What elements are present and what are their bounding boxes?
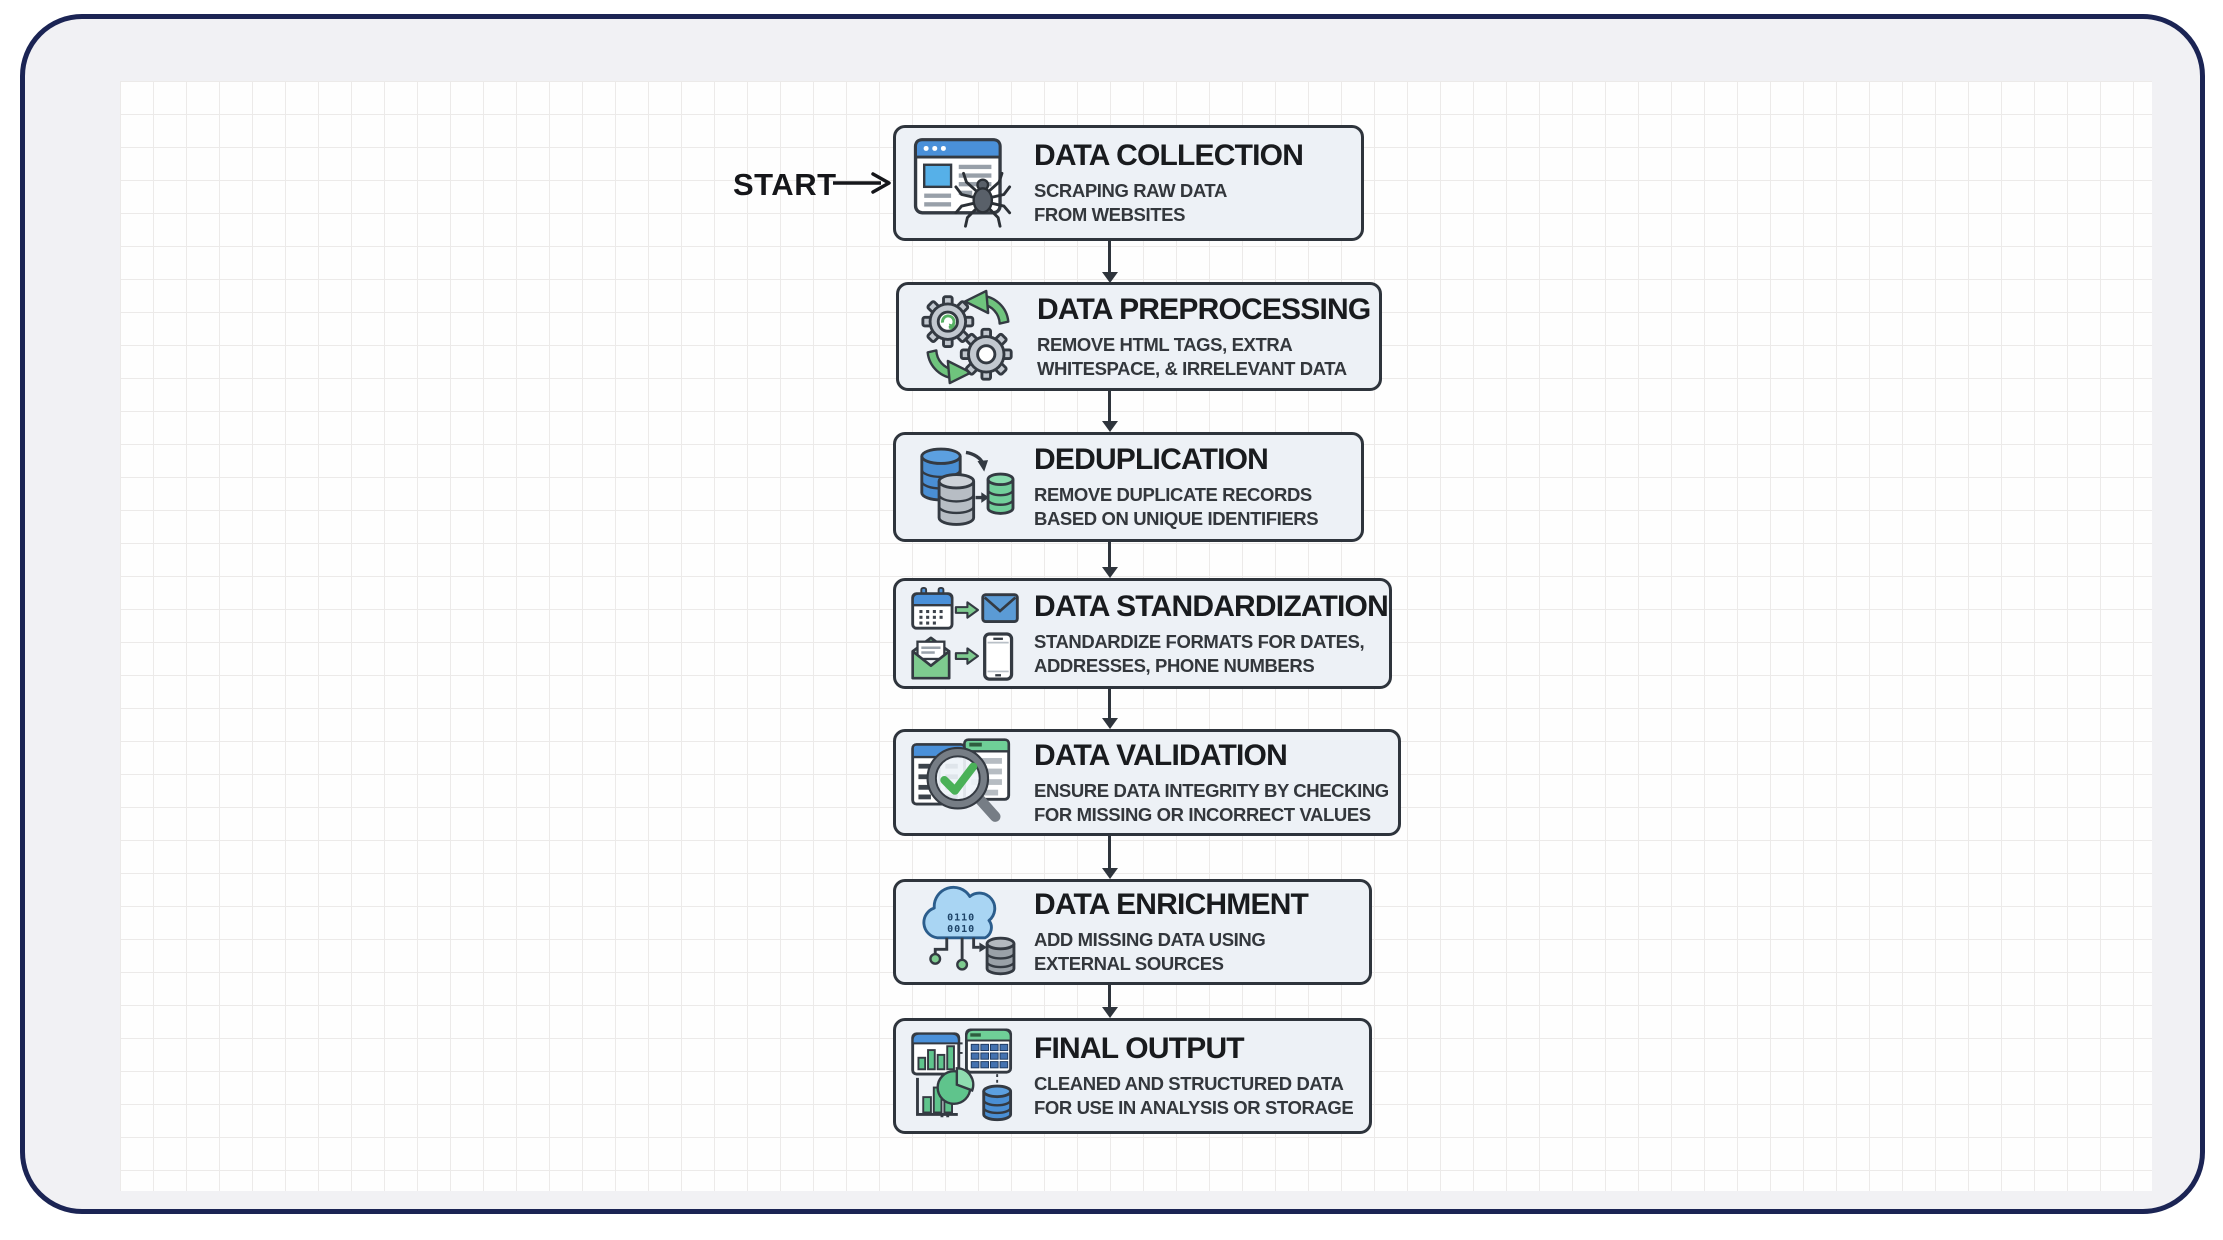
step-text: DATA PREPROCESSING REMOVE HTML TAGS, EXT…: [1037, 293, 1379, 381]
step-desc-line1: SCRAPING RAW DATA: [1034, 180, 1227, 201]
step-title: FINAL OUTPUT: [1034, 1032, 1245, 1065]
step-box-data-preprocessing: DATA PREPROCESSING REMOVE HTML TAGS, EXT…: [896, 282, 1382, 391]
step-desc-line1: REMOVE DUPLICATE RECORDS: [1034, 484, 1312, 505]
step-desc-line2: FOR USE IN ANALYSIS OR STORAGE: [1034, 1097, 1354, 1118]
table-magnifier-check-icon: [911, 737, 1011, 822]
step-icon-wrap: [899, 289, 1037, 385]
step-title: DEDUPLICATION: [1034, 443, 1269, 476]
step-title: DATA VALIDATION: [1034, 738, 1288, 772]
step-icon-wrap: [896, 439, 1034, 535]
flow-arrow-2: [1108, 391, 1111, 421]
step-icon-wrap: [896, 586, 1034, 682]
step-title: DATA COLLECTION: [1034, 139, 1304, 172]
cloud-database-icon: 0110 0010: [922, 885, 1016, 976]
step-desc-line1: ENSURE DATA INTEGRITY BY CHECKING: [1034, 779, 1389, 801]
step-text: FINAL OUTPUT CLEANED AND STRUCTURED DATA…: [1034, 1032, 1369, 1120]
databases-merge-icon: [920, 447, 1015, 526]
step-icon-wrap: [896, 135, 1034, 231]
step-icon-wrap: [896, 735, 1034, 831]
step-box-data-enrichment: 0110 0010 DATA ENRICHMENT ADD MISSING DA…: [893, 879, 1372, 985]
step-desc-line2: BASED ON UNIQUE IDENTIFIERS: [1034, 508, 1319, 529]
start-arrow-icon: [833, 172, 891, 194]
step-desc-line2: EXTERNAL SOURCES: [1034, 953, 1224, 974]
flow-arrow-6: [1108, 985, 1111, 1007]
step-desc-line2: ADDRESSES, PHONE NUMBERS: [1034, 654, 1315, 676]
step-box-final-output: FINAL OUTPUT CLEANED AND STRUCTURED DATA…: [893, 1018, 1372, 1134]
gears-recycle-icon: [921, 289, 1013, 384]
flow-arrow-5: [1108, 836, 1111, 868]
step-text: DATA VALIDATION ENSURE DATA INTEGRITY BY…: [1034, 739, 1398, 827]
step-text: DATA ENRICHMENT ADD MISSING DATA USING E…: [1034, 888, 1369, 976]
step-desc-line1: CLEANED AND STRUCTURED DATA: [1034, 1073, 1344, 1094]
step-title: DATA STANDARDIZATION: [1034, 589, 1389, 623]
step-box-deduplication: DEDUPLICATION REMOVE DUPLICATE RECORDS B…: [893, 432, 1364, 542]
step-box-data-standardization: DATA STANDARDIZATION STANDARDIZE FORMATS…: [893, 578, 1392, 689]
start-label: START: [733, 167, 837, 202]
step-desc-line2: FROM WEBSITES: [1034, 204, 1186, 225]
step-title: DATA ENRICHMENT: [1034, 888, 1309, 921]
step-text: DATA STANDARDIZATION STANDARDIZE FORMATS…: [1034, 590, 1394, 678]
step-desc-line1: ADD MISSING DATA USING: [1034, 929, 1266, 950]
step-desc-line2: WHITESPACE, & IRRELEVANT DATA: [1037, 357, 1347, 379]
step-text: DEDUPLICATION REMOVE DUPLICATE RECORDS B…: [1034, 443, 1361, 531]
step-desc-line1: STANDARDIZE FORMATS FOR DATES,: [1034, 630, 1365, 652]
cloud-data-text-line2: 0010: [947, 924, 975, 935]
calendar-envelope-phone-icon: [911, 586, 1019, 681]
step-desc-line2: FOR MISSING OR INCORRECT VALUES: [1034, 803, 1371, 825]
charts-output-icon: [911, 1028, 1013, 1122]
step-box-data-collection: DATA COLLECTION SCRAPING RAW DATA FROM W…: [893, 125, 1364, 241]
step-box-data-validation: DATA VALIDATION ENSURE DATA INTEGRITY BY…: [893, 729, 1401, 836]
step-title: DATA PREPROCESSING: [1037, 292, 1371, 326]
flow-arrow-3: [1108, 542, 1111, 567]
step-icon-wrap: [896, 1028, 1034, 1124]
cloud-data-text-line1: 0110: [947, 912, 975, 923]
step-text: DATA COLLECTION SCRAPING RAW DATA FROM W…: [1034, 139, 1361, 227]
step-icon-wrap: 0110 0010: [896, 884, 1034, 980]
flow-arrow-4: [1108, 689, 1111, 718]
flow-arrow-1: [1108, 241, 1111, 272]
step-desc-line1: REMOVE HTML TAGS, EXTRA: [1037, 333, 1293, 355]
browser-spider-icon: [913, 138, 1012, 228]
